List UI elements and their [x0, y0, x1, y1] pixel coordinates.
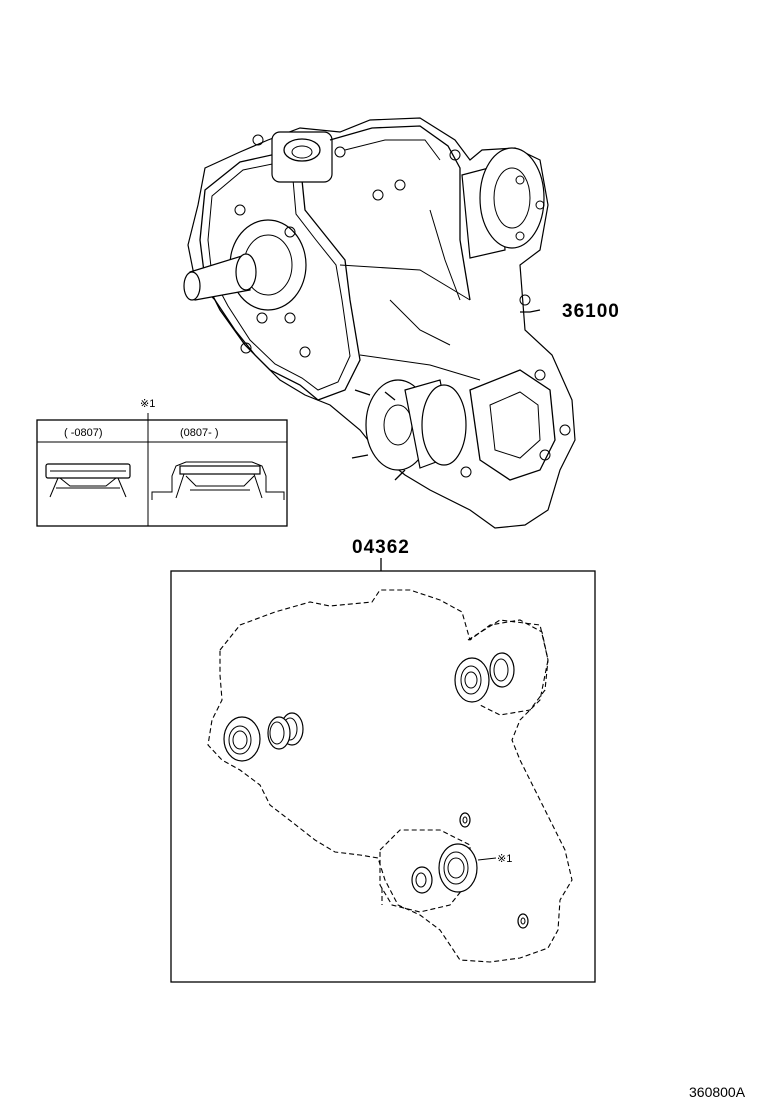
inset-right-header: (0807- ) — [180, 427, 219, 439]
kit-frame — [170, 570, 596, 983]
front-lower-o-ring — [411, 866, 433, 894]
rear-o-ring — [489, 652, 515, 688]
oil-seal-late-profile — [151, 461, 285, 500]
front-oil-seal — [223, 716, 261, 762]
gasket-kit-illustration — [207, 589, 573, 963]
diagram-id: 360800A — [689, 1084, 746, 1100]
inset-left-header: ( -0807) — [64, 427, 103, 439]
note-mark-kit: ※1 — [497, 853, 512, 865]
rear-oil-seal — [454, 657, 490, 703]
leader-36100 — [520, 309, 541, 313]
plug-gasket-lower — [517, 913, 529, 929]
plug-gasket-upper — [459, 812, 471, 828]
leader-note-kit — [477, 857, 497, 861]
oil-seal-early-profile — [45, 463, 131, 498]
front-lower-flange — [351, 379, 467, 481]
front-snap-rings — [267, 712, 304, 750]
inset-frame — [36, 419, 288, 527]
transfer-assembly-illustration — [183, 117, 576, 529]
note-mark-top: ※1 — [140, 398, 155, 410]
part-number-36100[interactable]: 36100 — [562, 301, 620, 322]
housing-bolts — [234, 134, 571, 478]
rear-output-flange — [461, 147, 545, 259]
part-number-04362[interactable]: 04362 — [352, 537, 410, 558]
front-lower-oil-seal — [438, 843, 478, 893]
seal-variant-inset: ※1 ( -0807) (0807- ) — [36, 398, 288, 527]
front-output-shaft — [183, 219, 307, 311]
